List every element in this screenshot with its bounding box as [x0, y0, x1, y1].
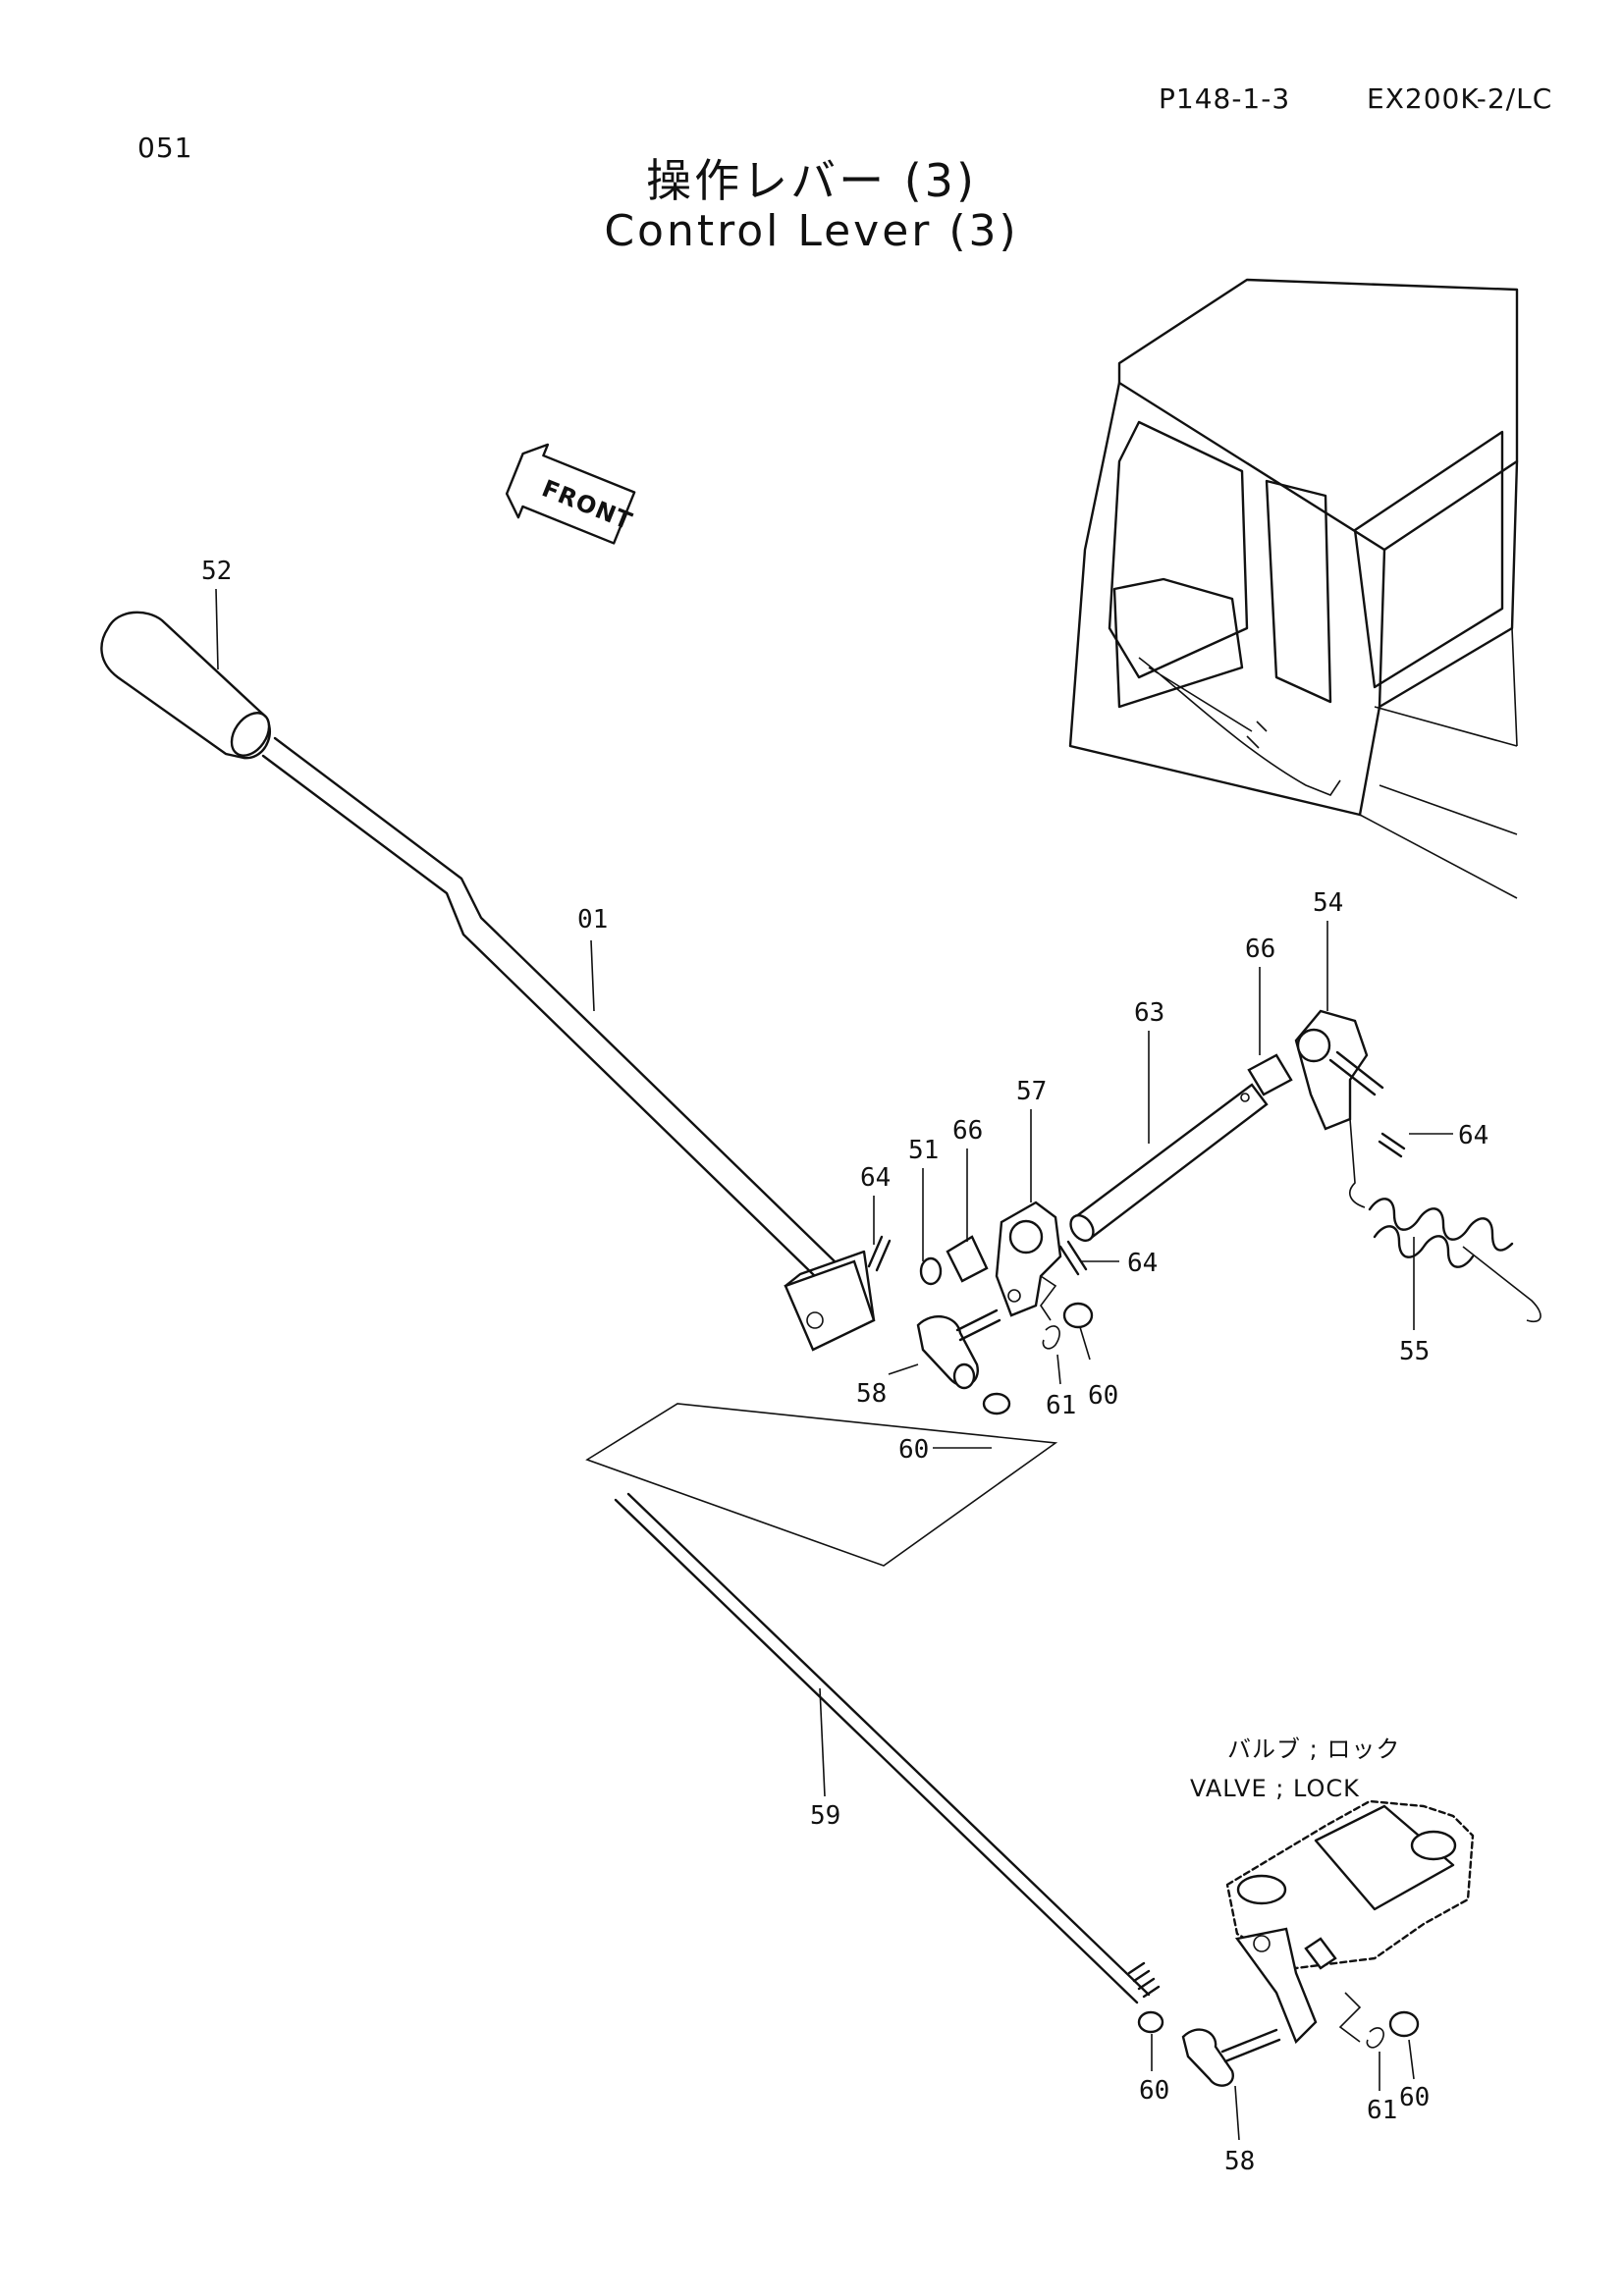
callout-59: 59 [810, 1801, 840, 1831]
callout-63: 63 [1134, 998, 1164, 1028]
callout-60: 60 [898, 1435, 929, 1465]
title-japanese: 操作レバー (3) [646, 154, 977, 207]
callout-66: 66 [1245, 934, 1275, 964]
spring [1349, 1118, 1542, 1322]
callout-54: 54 [1313, 888, 1343, 918]
lever-rod [261, 736, 876, 1352]
callout-60: 60 [1139, 2076, 1169, 2106]
page-code: P148-1-3 [1159, 82, 1291, 115]
lock-valve [1181, 1799, 1475, 2087]
callout-leaders [215, 588, 1453, 2141]
callout-60: 60 [1088, 1381, 1118, 1411]
upper-ball-joint [916, 1302, 1094, 1415]
grip [100, 611, 271, 760]
sheet-number: 051 [137, 132, 193, 164]
callout-66: 66 [952, 1116, 983, 1146]
front-arrow-label: FRONT [538, 474, 636, 535]
callout-55: 55 [1399, 1337, 1430, 1366]
cab-illustration [1068, 278, 1519, 899]
pivot-assembly [867, 1009, 1406, 1321]
callout-61: 61 [1046, 1391, 1076, 1420]
callout-64: 64 [1127, 1249, 1158, 1278]
callout-61: 61 [1367, 2096, 1397, 2125]
callout-57: 57 [1016, 1077, 1047, 1106]
model-number: EX200K-2/LC [1367, 82, 1553, 115]
front-arrow-icon: FRONT [505, 443, 636, 545]
title-english: Control Lever (3) [604, 206, 1019, 256]
callout-labels: 52 01 54 66 63 57 66 51 64 64 64 55 58 6… [201, 557, 1488, 2176]
callout-52: 52 [201, 557, 232, 586]
callout-58: 58 [856, 1379, 887, 1409]
valve-note-japanese: バルブ ; ロック [1227, 1735, 1400, 1763]
callout-64: 64 [860, 1163, 891, 1193]
callout-64: 64 [1458, 1121, 1488, 1150]
callout-58: 58 [1224, 2147, 1255, 2176]
callout-60: 60 [1399, 2083, 1430, 2112]
callout-51: 51 [908, 1136, 939, 1165]
valve-note-english: VALVE ; LOCK [1190, 1775, 1360, 1802]
callout-01: 01 [577, 905, 608, 934]
connecting-rod [585, 1403, 1164, 2034]
